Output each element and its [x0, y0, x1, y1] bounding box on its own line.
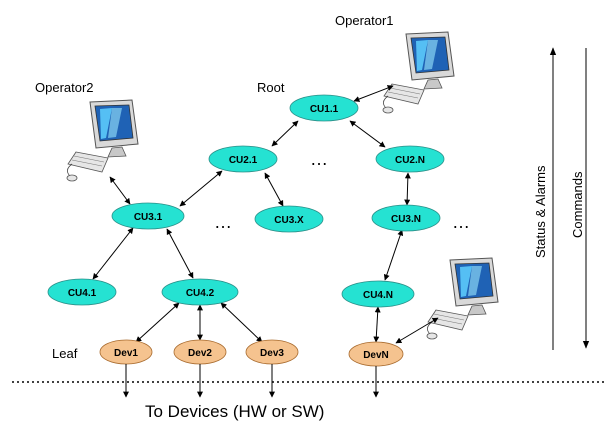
svg-text:Dev1: Dev1 [114, 348, 138, 359]
node-cu4-2: CU4.2 [161, 278, 239, 306]
svg-text:Dev3: Dev3 [260, 348, 284, 359]
operator2-terminal-icon [66, 99, 139, 182]
connector-cu4-n-devn [373, 306, 381, 343]
node-dev2: Dev2 [173, 339, 227, 365]
connector-cu2-1-cu3-1 [179, 170, 223, 207]
svg-text:CU1.1: CU1.1 [310, 104, 339, 115]
svg-text:CU3.N: CU3.N [391, 214, 421, 225]
connector-cu3-1-cu4-1 [92, 227, 134, 280]
node-cu4-n: CU4.N [341, 280, 415, 308]
svg-text:CU2.N: CU2.N [395, 155, 425, 166]
root-label: Root [257, 80, 285, 95]
node-cu3-1: CU3.1 [111, 202, 185, 230]
svg-text:CU4.2: CU4.2 [186, 288, 215, 299]
svg-text:CU3.X: CU3.X [274, 215, 304, 226]
connector-cu4-2-dev1 [135, 302, 180, 343]
node-cu1-1: CU1.1 [289, 94, 359, 122]
connector-cu3-1-cu4-2 [166, 228, 194, 279]
node-cu4-1: CU4.1 [47, 278, 117, 306]
commands-label: Commands [570, 171, 585, 238]
node-cu2-1: CU2.1 [208, 145, 278, 173]
connector-operator2-cu3-1 [109, 176, 131, 205]
operator1-label: Operator1 [335, 13, 394, 28]
connector-operator1-cu1-1 [353, 85, 394, 102]
connector-cu2-n-cu3-n [404, 172, 411, 206]
operator1-terminal-icon [382, 31, 455, 114]
ellipsis-level3-right: … [452, 212, 470, 232]
connectors [92, 85, 439, 344]
svg-text:CU4.1: CU4.1 [68, 288, 97, 299]
connector-cu1-1-cu2-n [349, 120, 386, 148]
node-cu2-n: CU2.N [375, 145, 445, 173]
svg-text:CU3.1: CU3.1 [134, 212, 163, 223]
node-dev1: Dev1 [99, 339, 153, 365]
devn-operator-terminal-icon [426, 257, 499, 340]
node-devn: DevN [348, 341, 404, 367]
ellipsis-level2: … [310, 149, 328, 169]
connector-cu3-n-cu4-n [383, 229, 404, 281]
leaf-label: Leaf [52, 346, 78, 361]
to-devices-label: To Devices (HW or SW) [145, 402, 324, 421]
svg-text:Dev2: Dev2 [188, 348, 212, 359]
connector-operator3-devn [395, 317, 439, 344]
svg-text:CU4.N: CU4.N [363, 290, 393, 301]
svg-text:CU2.1: CU2.1 [229, 155, 258, 166]
connector-cu1-1-cu2-1 [271, 120, 299, 147]
status-alarms-label: Status & Alarms [533, 165, 548, 258]
ellipsis-level3-left: … [214, 212, 232, 232]
connector-cu4-2-dev3 [220, 302, 263, 343]
svg-text:DevN: DevN [363, 350, 389, 361]
device-output-arrows [123, 364, 379, 398]
operator2-label: Operator2 [35, 80, 94, 95]
node-cu3-x: CU3.X [254, 205, 324, 233]
connector-cu2-1-cu3-x [264, 172, 284, 207]
node-dev3: Dev3 [245, 339, 299, 365]
node-cu3-n: CU3.N [371, 204, 441, 232]
